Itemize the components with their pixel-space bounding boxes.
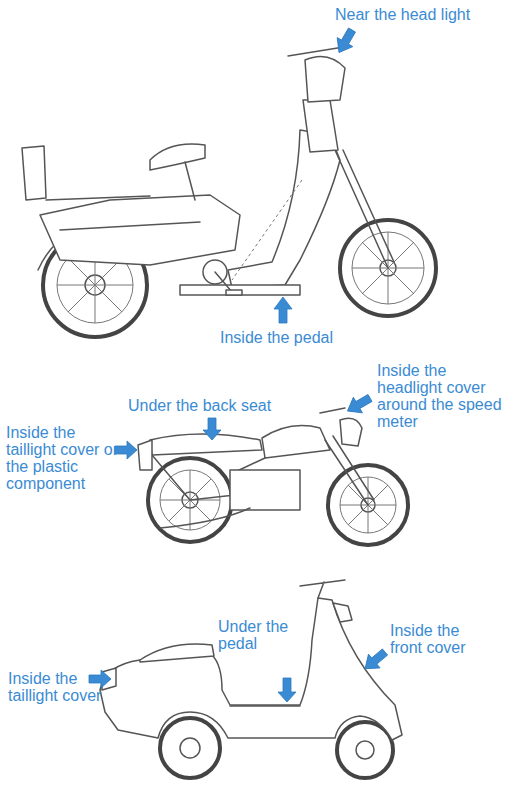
callout-arrow xyxy=(274,297,292,323)
rear-hub xyxy=(180,738,200,758)
front-wheel xyxy=(337,722,393,778)
electric-bicycle xyxy=(22,46,436,337)
callout-arrow xyxy=(331,26,360,58)
front-fork xyxy=(325,436,374,505)
steering-column xyxy=(303,100,338,152)
callout-label: Under the pedal xyxy=(218,618,290,652)
seat xyxy=(150,144,205,170)
callout-arrow xyxy=(359,645,390,676)
headlight xyxy=(340,418,362,446)
callout-label: Inside the pedal xyxy=(220,329,390,346)
exhaust xyxy=(160,508,250,528)
motorcycle xyxy=(138,408,408,545)
front-hub xyxy=(356,741,374,759)
taillight xyxy=(138,440,152,470)
headlight xyxy=(305,56,345,102)
callout-label: Inside the headlight cover around the sp… xyxy=(377,362,502,430)
engine xyxy=(230,470,300,510)
callout-label: Inside the front cover xyxy=(390,622,490,656)
callout-arrow xyxy=(343,390,375,419)
callout-arrow xyxy=(203,418,221,440)
callout-label: Near the head light xyxy=(335,6,510,23)
callout-arrow xyxy=(278,678,296,702)
callout-label: Inside the taillight cover xyxy=(8,670,118,704)
scooter-body xyxy=(100,598,402,740)
headlight xyxy=(333,603,352,622)
seat xyxy=(150,434,262,455)
crank-arm xyxy=(215,272,232,292)
callout-arrow xyxy=(115,441,137,459)
fuel-tank xyxy=(262,426,330,458)
backrest xyxy=(22,146,46,200)
pedal xyxy=(226,290,242,295)
seat-post xyxy=(185,162,195,200)
battery-body xyxy=(40,195,240,265)
callout-label: Inside the taillight cover or the plasti… xyxy=(6,424,121,492)
front-fork xyxy=(335,150,394,268)
callout-arrow xyxy=(89,670,111,688)
handlebar xyxy=(300,580,345,598)
floor-board xyxy=(230,705,300,707)
dashed-guide xyxy=(232,180,302,280)
rear-wheel xyxy=(160,718,220,778)
handlebar xyxy=(320,408,345,413)
seat xyxy=(140,644,214,662)
leg-shield xyxy=(228,130,340,288)
rear-rack xyxy=(46,196,200,230)
callout-arrows xyxy=(89,26,391,703)
floor-board xyxy=(180,285,300,295)
callout-label: Under the back seat xyxy=(128,397,308,414)
scooter xyxy=(100,580,402,778)
